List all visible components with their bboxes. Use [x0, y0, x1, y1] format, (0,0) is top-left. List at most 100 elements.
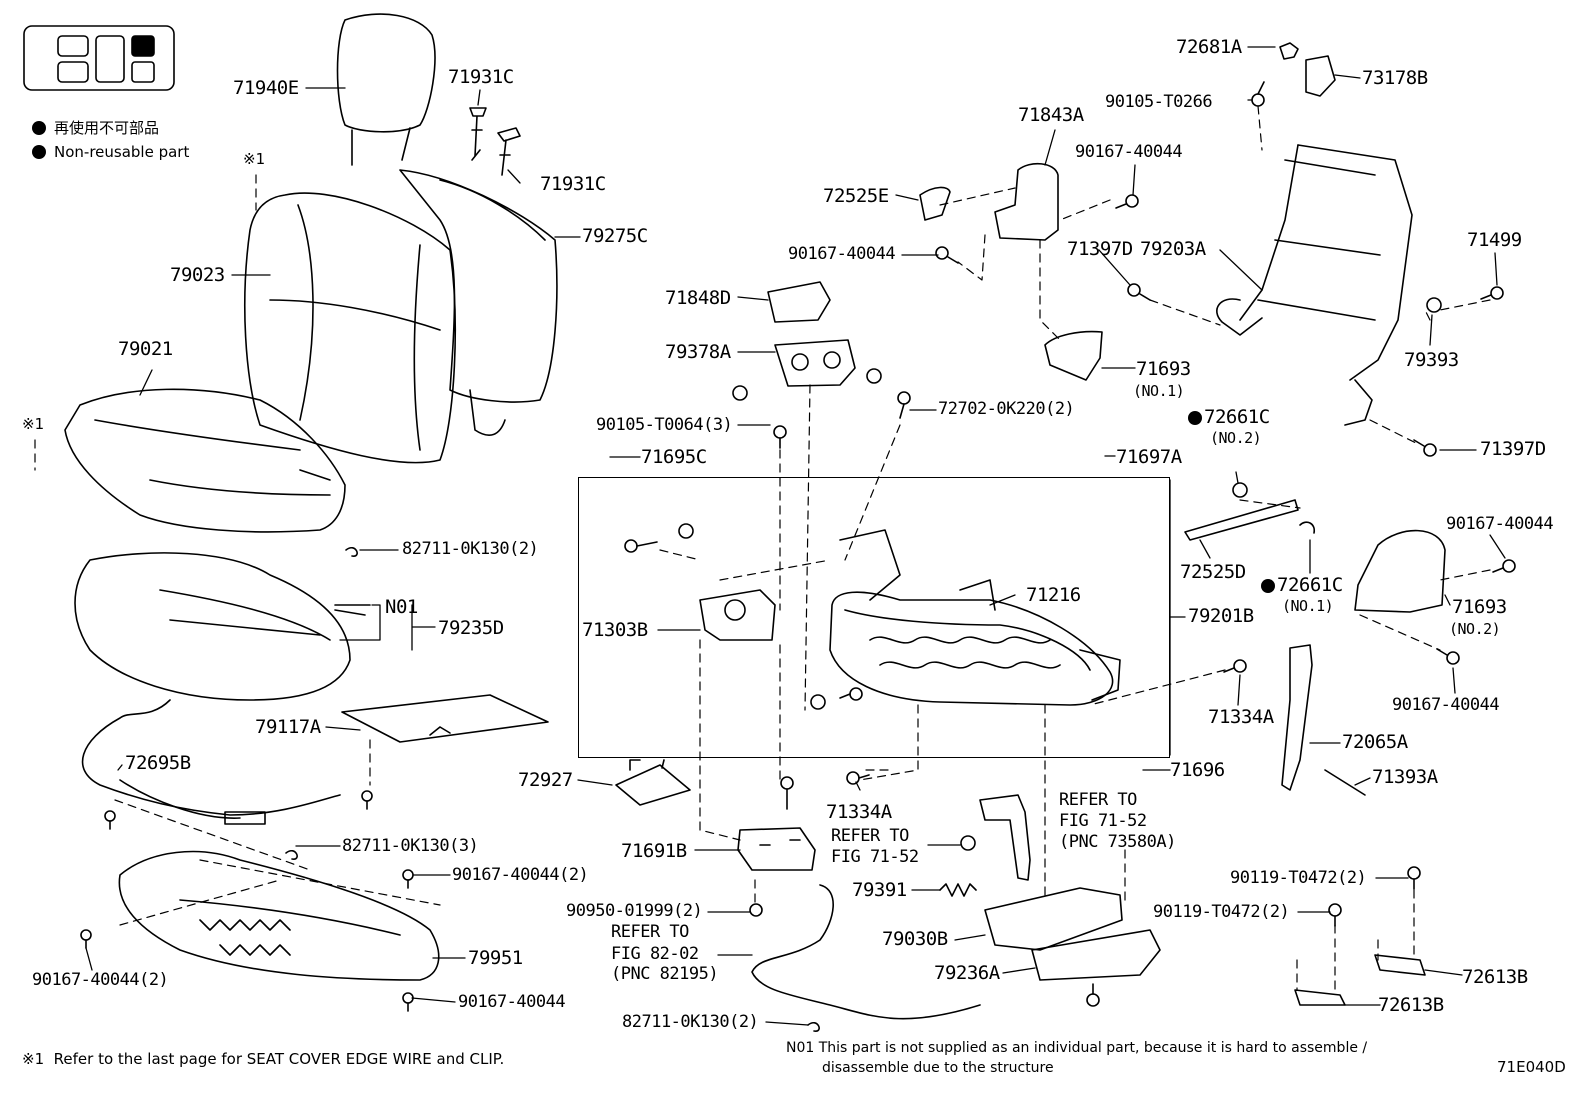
- rod-71393A: [1324, 769, 1366, 796]
- part-label-72927[interactable]: 72927: [518, 769, 573, 791]
- refer-fig-82-02-line3: (PNC 82195): [611, 964, 719, 984]
- part-label-71843A[interactable]: 71843A: [1018, 104, 1084, 126]
- recliner-71303B: [699, 589, 776, 641]
- part-label-82711-0K130[interactable]: 82711-0K130(3): [342, 836, 479, 856]
- strap-72525D: [1184, 499, 1316, 541]
- part-label-71693[interactable]: 71693: [1452, 596, 1507, 618]
- refer-fig-82-02-line2[interactable]: FIG 82-02: [611, 944, 699, 964]
- part-label-71693[interactable]: 71693: [1136, 358, 1191, 380]
- legend-en: Non-reusable part: [32, 143, 189, 161]
- non-reusable-dot-icon: [1261, 579, 1275, 593]
- part-label-79391[interactable]: 79391: [852, 879, 907, 901]
- screws: [80, 81, 1516, 1012]
- non-reusable-dot-icon: [1188, 411, 1202, 425]
- part-label-71397D[interactable]: 71397D: [1480, 438, 1546, 460]
- part-label-72613B[interactable]: 72613B: [1378, 994, 1444, 1016]
- seatback-frame-shape: [1216, 144, 1413, 426]
- side-cover-79236A: [1031, 929, 1161, 981]
- lever-73580A: [979, 794, 1031, 881]
- non-reusable-dot-icon: [32, 145, 46, 159]
- part-label-72525E[interactable]: 72525E: [823, 185, 889, 207]
- part-label-90167-40044[interactable]: 90167-40044: [1075, 142, 1183, 162]
- part-label-72065A[interactable]: 72065A: [1342, 731, 1408, 753]
- part-label-79021[interactable]: 79021: [118, 338, 173, 360]
- part-label-79023[interactable]: 79023: [170, 264, 225, 286]
- part-label-71303B[interactable]: 71303B: [582, 619, 648, 641]
- cable-shape: [751, 884, 981, 1020]
- part-label-79201B[interactable]: 79201B: [1188, 605, 1254, 627]
- part-label-71940E[interactable]: 71940E: [233, 77, 299, 99]
- part-label-71216[interactable]: 71216: [1026, 584, 1081, 606]
- part-label-79393[interactable]: 79393: [1404, 349, 1459, 371]
- refer-fig-71-52-a-line2[interactable]: FIG 71-52: [831, 847, 919, 867]
- part-label-79117A[interactable]: 79117A: [255, 716, 321, 738]
- ref-mark-cushion: ※1: [22, 415, 45, 433]
- part-label-72681A[interactable]: 72681A: [1176, 36, 1242, 58]
- assembly-lines: [34, 105, 1491, 991]
- part-label-90167-40044[interactable]: 90167-40044: [788, 244, 896, 264]
- part-label-72661C[interactable]: 72661C: [1261, 576, 1343, 595]
- part-label-72613B[interactable]: 72613B: [1462, 966, 1528, 988]
- part-label-71695C[interactable]: 71695C: [641, 446, 707, 468]
- part-label-79236A[interactable]: 79236A: [934, 962, 1000, 984]
- part-label-71848D[interactable]: 71848D: [665, 287, 731, 309]
- part-label-71397D[interactable]: 71397D: [1067, 238, 1133, 260]
- part-label-90167-40044[interactable]: 90167-40044: [1392, 695, 1500, 715]
- part-label-71693-no1: (NO.1): [1133, 382, 1185, 400]
- non-reusable-dot-icon: [32, 121, 46, 135]
- part-label-79203A[interactable]: 79203A: [1140, 238, 1206, 260]
- part-label-82711-0K130[interactable]: 82711-0K130(2): [622, 1012, 759, 1032]
- seat-cover-shape: [64, 388, 346, 533]
- seat-lower-frame-shape: [118, 850, 440, 981]
- part-label-71696[interactable]: 71696: [1170, 759, 1225, 781]
- part-label-72661C[interactable]: 72661C: [1188, 408, 1270, 427]
- headrest-guide-shape: [469, 107, 521, 176]
- part-label-90119-T0472[interactable]: 90119-T0472(2): [1230, 868, 1367, 888]
- seatback-pad-shape: [399, 169, 558, 436]
- part-label-79030B[interactable]: 79030B: [882, 928, 948, 950]
- part-label-72525D[interactable]: 72525D: [1180, 561, 1246, 583]
- part-label-90167-40044[interactable]: 90167-40044: [1446, 514, 1554, 534]
- part-label-90167-40044[interactable]: 90167-40044(2): [452, 865, 589, 885]
- part-label-90105-T0266[interactable]: 90105-T0266: [1105, 92, 1213, 112]
- part-label-79235D[interactable]: 79235D: [438, 617, 504, 639]
- part-label-82711-0K130[interactable]: 82711-0K130(2): [402, 539, 539, 559]
- side-cover-79030B: [984, 887, 1123, 951]
- seat-layout-icon: [23, 25, 175, 91]
- seat-pad-shape: [74, 552, 371, 701]
- refer-fig-71-52-b-line2[interactable]: FIG 71-52: [1059, 811, 1147, 831]
- seatback-cover-shape: [244, 192, 456, 464]
- part-label-72695B[interactable]: 72695B: [125, 752, 191, 774]
- cover-71693-no2: [1354, 529, 1446, 613]
- part-label-90167-40044[interactable]: 90167-40044(2): [32, 970, 169, 990]
- part-label-71334A[interactable]: 71334A: [1208, 706, 1274, 728]
- bracket-71691B-shape: [737, 827, 816, 871]
- pad-71848D: [767, 281, 831, 323]
- headrest-shape: [336, 13, 436, 166]
- part-label-90119-T0472[interactable]: 90119-T0472(2): [1153, 902, 1290, 922]
- part-label-71931C[interactable]: 71931C: [540, 173, 606, 195]
- refer-fig-71-52-b-line1: REFER TO: [1059, 790, 1137, 810]
- part-label-79275C[interactable]: 79275C: [582, 225, 648, 247]
- part-label-79951[interactable]: 79951: [468, 947, 523, 969]
- ref-mark-back: ※1: [243, 150, 266, 168]
- part-label-90167-40044[interactable]: 90167-40044: [458, 992, 566, 1012]
- part-label-71931C[interactable]: 71931C: [448, 66, 514, 88]
- refer-fig-71-52-b-line3: (PNC 73580A): [1059, 832, 1176, 852]
- part-label-72702-0K220[interactable]: 72702-0K220(2): [938, 399, 1075, 419]
- part-label-71697A[interactable]: 71697A: [1116, 446, 1182, 468]
- part-label-71334A[interactable]: 71334A: [826, 801, 892, 823]
- part-label-71499[interactable]: 71499: [1467, 229, 1522, 251]
- seat-frame-subassembly-box: [578, 477, 1170, 758]
- part-label-90950-01999[interactable]: 90950-01999(2): [566, 901, 703, 921]
- part-label-90105-T0064[interactable]: 90105-T0064(3): [596, 415, 733, 435]
- part-label-79378A[interactable]: 79378A: [665, 341, 731, 363]
- clip-72681A: [1279, 42, 1299, 60]
- part-label-N01[interactable]: N01: [385, 596, 418, 618]
- part-label-71691B[interactable]: 71691B: [621, 840, 687, 862]
- part-label-71393A[interactable]: 71393A: [1372, 766, 1438, 788]
- belt-72065A: [1281, 644, 1313, 791]
- leader-lines: [85, 46, 1506, 1026]
- part-label-73178B[interactable]: 73178B: [1362, 67, 1428, 89]
- wire-harness-shape: [81, 699, 341, 825]
